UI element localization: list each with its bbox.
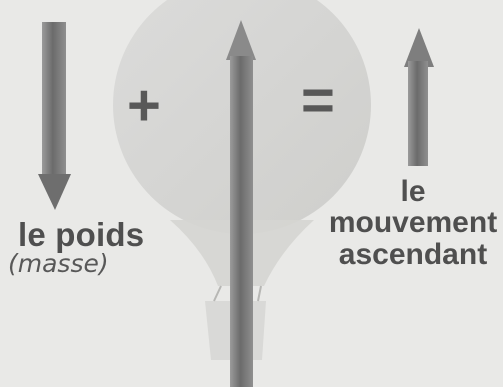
- down-arrow-shaft: [42, 22, 66, 176]
- equals-symbol: =: [301, 67, 335, 134]
- weight-label: le poids: [18, 218, 144, 251]
- lift-label-line-1: le: [328, 177, 498, 207]
- mass-label: (masse): [8, 251, 109, 276]
- center-arrow-shaft: [230, 56, 253, 387]
- lift-label-line-3: ascendant: [328, 240, 498, 270]
- lift-label-line-2: mouvement: [328, 208, 498, 238]
- right-arrow-shaft: [408, 61, 428, 166]
- plus-symbol: +: [127, 72, 161, 139]
- up-arrow-center: [226, 20, 256, 387]
